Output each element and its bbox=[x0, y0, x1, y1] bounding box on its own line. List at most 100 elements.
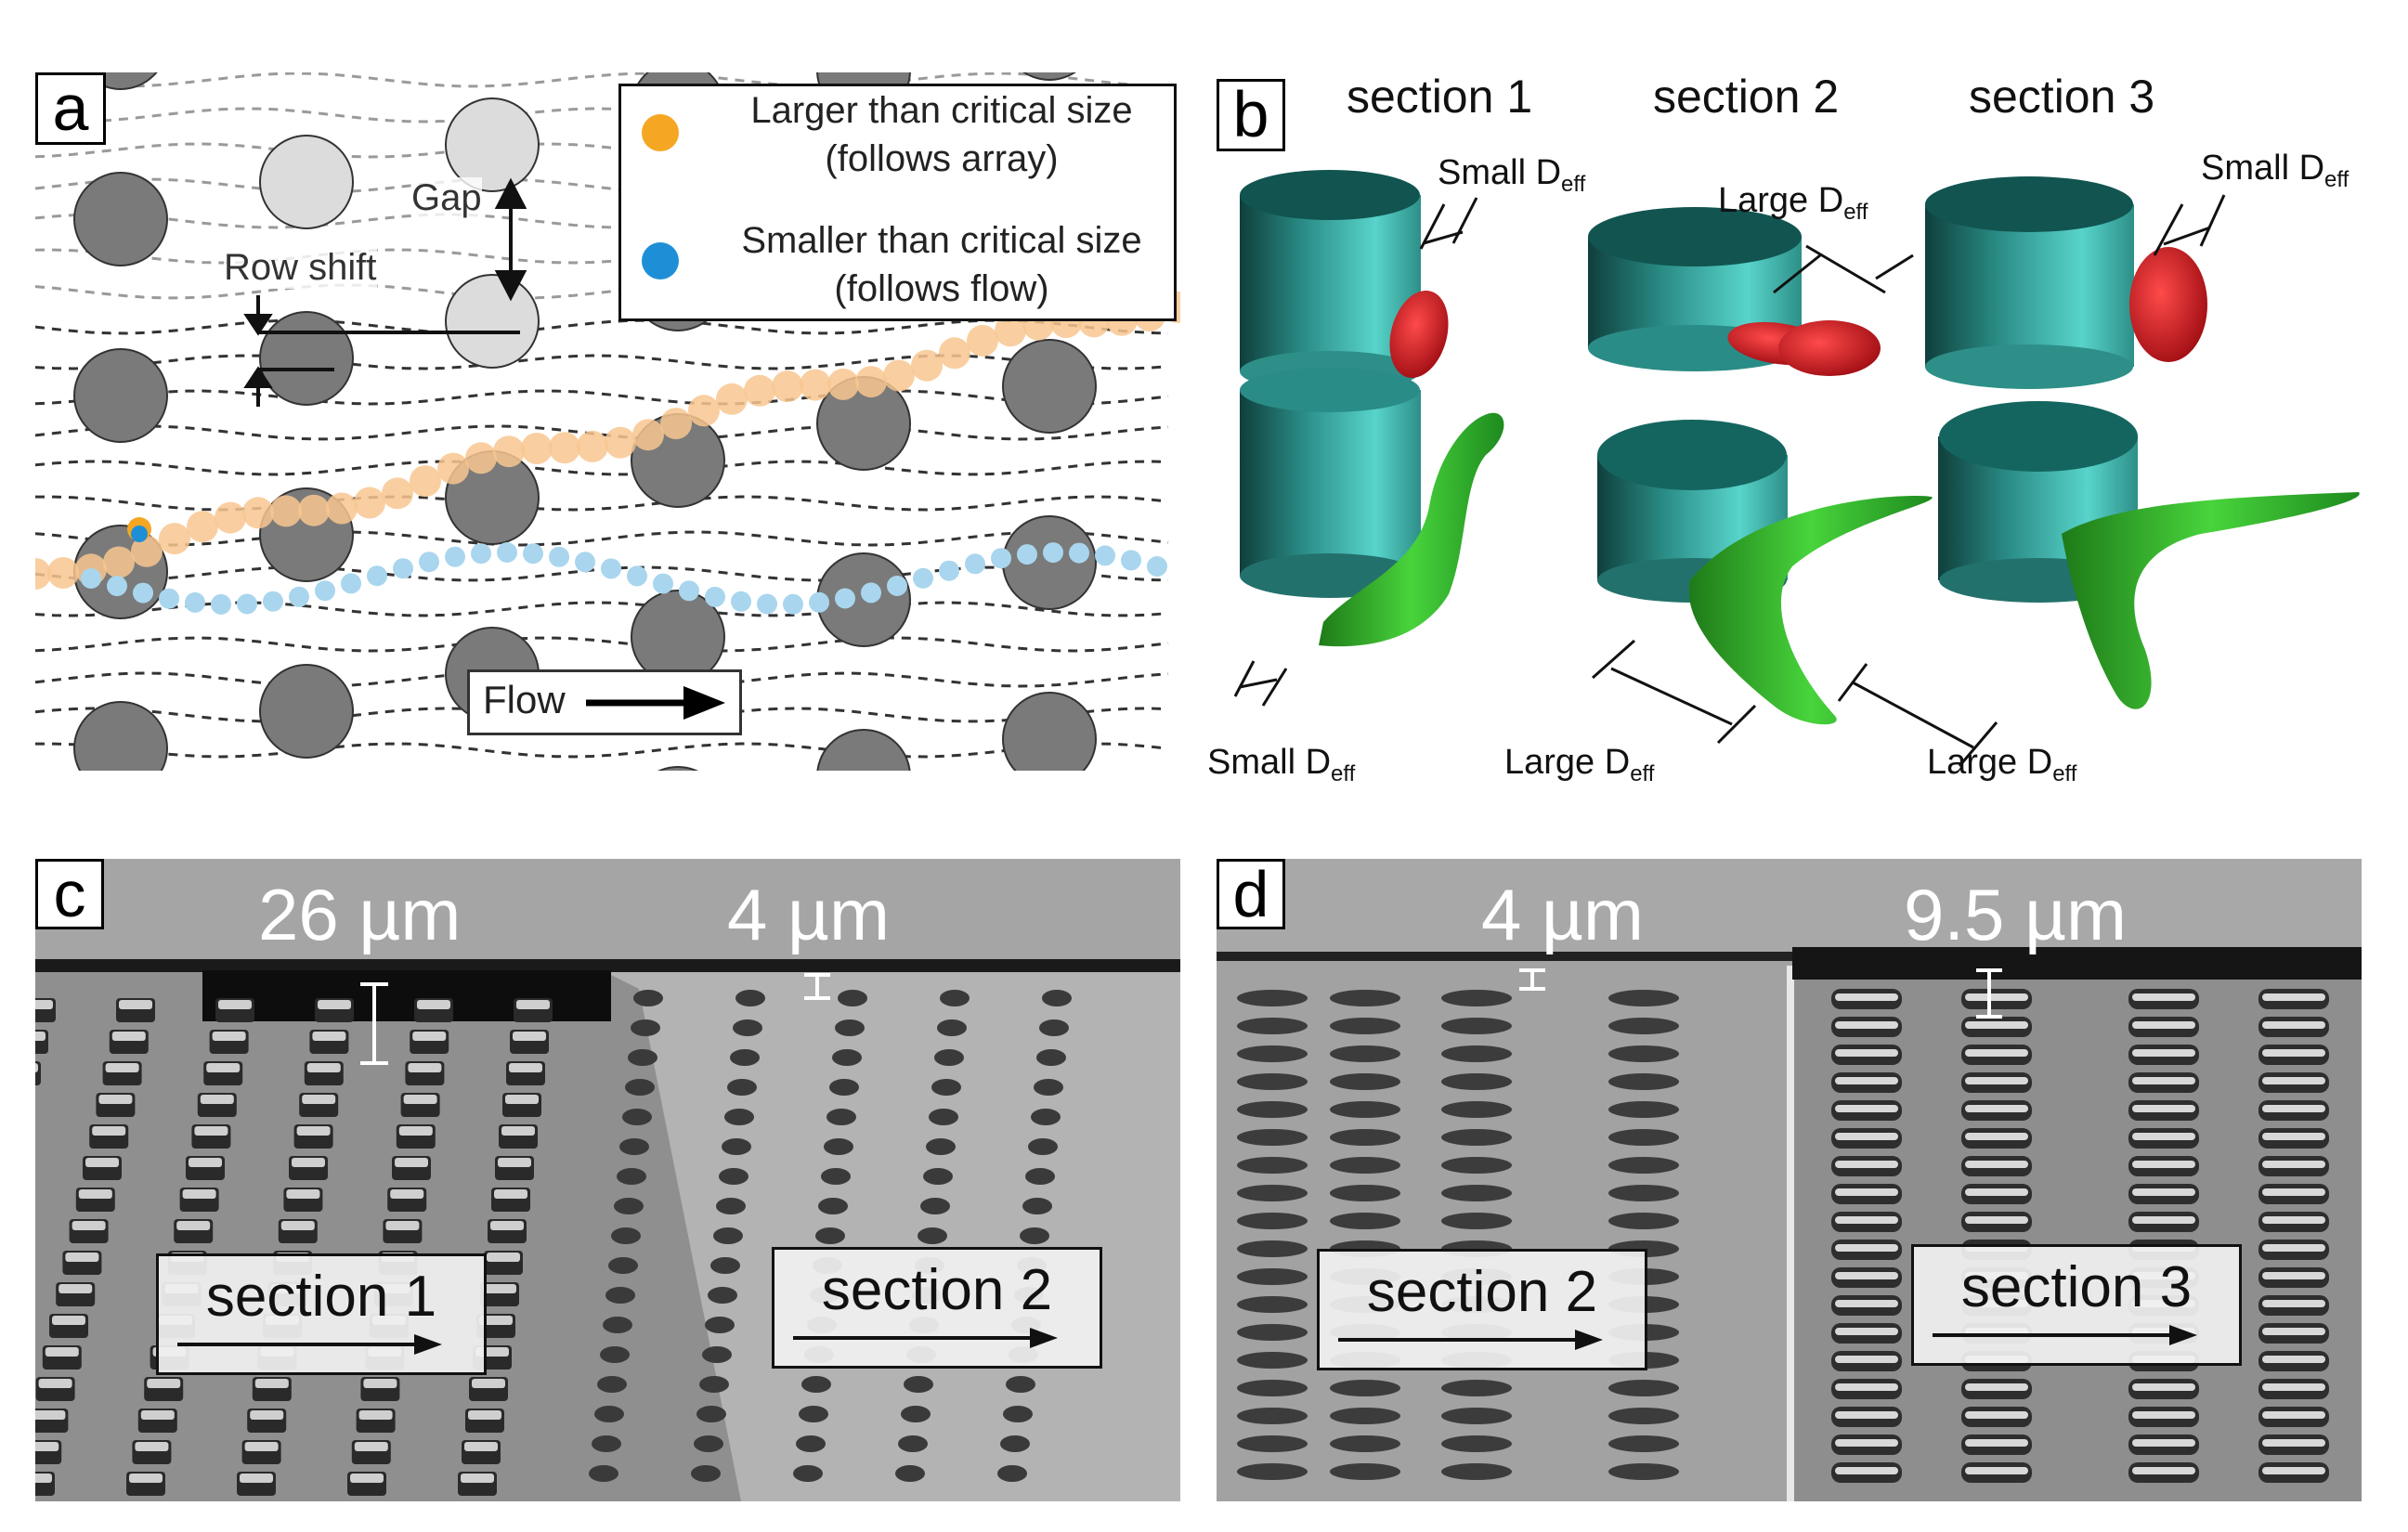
tall-pillar-highlight bbox=[1835, 1300, 1898, 1307]
tall-pillar-highlight bbox=[1835, 1328, 1898, 1335]
smaller-particle-dot bbox=[419, 552, 439, 573]
short-pillar bbox=[1042, 990, 1072, 1006]
smaller-particle-legend-dot bbox=[642, 242, 679, 279]
tall-pillar-highlight bbox=[2262, 993, 2325, 1001]
tall-pillar-highlight bbox=[398, 1126, 433, 1136]
short-pillar bbox=[1025, 1168, 1055, 1185]
section-2-box-label: section 2 bbox=[1366, 1260, 1598, 1324]
tall-pillar-highlight bbox=[98, 1095, 133, 1104]
smaller-particle-dot bbox=[575, 552, 595, 573]
array-post bbox=[816, 729, 911, 771]
short-pillar bbox=[1330, 1463, 1400, 1480]
tall-pillar-highlight bbox=[2132, 1439, 2195, 1447]
short-pillar bbox=[1006, 1376, 1035, 1393]
highlighted-post bbox=[445, 97, 540, 192]
small-deff-label-top-3: Small Deff bbox=[2201, 149, 2349, 192]
streamline bbox=[35, 742, 1169, 759]
tall-pillar-highlight bbox=[1965, 993, 2028, 1001]
smaller-particle-dot bbox=[991, 548, 1011, 569]
short-pillar bbox=[1608, 1073, 1679, 1090]
short-pillar bbox=[614, 1198, 644, 1214]
tall-pillar-highlight bbox=[296, 1126, 331, 1136]
short-pillar bbox=[1237, 1268, 1308, 1285]
larger-particle-dot bbox=[354, 487, 385, 519]
short-pillar bbox=[716, 1198, 746, 1214]
highlighted-post bbox=[445, 274, 540, 369]
dld-array-schematic bbox=[35, 72, 1180, 771]
section-3-red-blood-cell bbox=[2129, 247, 2207, 362]
short-pillar bbox=[1441, 1157, 1512, 1174]
tall-pillar-highlight bbox=[412, 1032, 447, 1041]
short-pillar bbox=[592, 1435, 621, 1452]
tall-pillar-highlight bbox=[390, 1189, 424, 1199]
panel-a-array-diagram: Larger than critical size (follows array… bbox=[35, 72, 1180, 771]
short-pillar bbox=[827, 1109, 856, 1125]
tall-pillar-highlight bbox=[479, 1316, 513, 1325]
tall-pillar-highlight bbox=[395, 1158, 428, 1167]
tall-pillar-highlight bbox=[35, 1063, 38, 1072]
short-pillar bbox=[722, 1138, 751, 1155]
tall-pillar-highlight bbox=[35, 1032, 46, 1041]
smaller-particle-dot bbox=[1069, 542, 1089, 564]
smaller-particle-dot bbox=[705, 586, 725, 607]
larger-particle-dot bbox=[688, 395, 720, 427]
tall-pillar-highlight bbox=[200, 1095, 234, 1104]
short-pillar bbox=[617, 1168, 646, 1185]
section-2-parasite bbox=[1688, 495, 1933, 725]
tall-pillar-highlight bbox=[1965, 1216, 2028, 1224]
short-pillar bbox=[1237, 1073, 1308, 1090]
row-shift-arrow-top-head bbox=[243, 314, 273, 336]
short-pillar bbox=[1608, 1129, 1679, 1146]
section-1-box: section 1 bbox=[156, 1253, 487, 1375]
section-3-top-pillar bbox=[1925, 176, 2134, 389]
short-pillar bbox=[1608, 1380, 1679, 1396]
larger-particle-dot bbox=[939, 337, 970, 370]
small-deff-label-bottom-1: Small Deff bbox=[1207, 743, 1356, 786]
larger-particle-dot bbox=[493, 435, 525, 468]
tall-pillar-highlight bbox=[1835, 1133, 1898, 1140]
larger-particle-dot bbox=[605, 426, 636, 459]
legend-larger-line2: (follows array) bbox=[825, 138, 1059, 179]
tall-pillar-highlight bbox=[2262, 1383, 2325, 1391]
short-pillar bbox=[691, 1465, 721, 1482]
short-pillar bbox=[1237, 1435, 1308, 1452]
tall-pillar-highlight bbox=[206, 1063, 241, 1072]
tall-pillar-highlight bbox=[2132, 1216, 2195, 1224]
short-pillar bbox=[898, 1435, 928, 1452]
larger-particle-dot bbox=[187, 511, 218, 543]
short-pillar bbox=[1608, 1435, 1679, 1452]
tall-pillar-highlight bbox=[417, 1000, 450, 1009]
larger-particle-dot bbox=[35, 558, 51, 590]
short-pillar bbox=[1034, 1079, 1063, 1096]
smaller-particle-dot bbox=[731, 591, 751, 612]
tall-pillar-highlight bbox=[147, 1379, 181, 1388]
smaller-particle-dot bbox=[861, 582, 881, 604]
section-2-title: section 2 bbox=[1653, 71, 1840, 123]
section-3-box-label: section 3 bbox=[1960, 1255, 2193, 1319]
tall-pillar-highlight bbox=[350, 1474, 384, 1483]
tall-pillar-highlight bbox=[2262, 1216, 2325, 1224]
larger-particle-dot bbox=[660, 408, 692, 440]
tall-pillar-highlight bbox=[212, 1032, 246, 1041]
short-pillar bbox=[694, 1435, 723, 1452]
tall-pillar-highlight bbox=[52, 1316, 85, 1325]
smaller-particle-dot bbox=[627, 565, 647, 587]
short-pillar bbox=[838, 990, 867, 1006]
short-pillar bbox=[1608, 1408, 1679, 1424]
tall-pillar-highlight bbox=[2262, 1077, 2325, 1084]
row-shift-arrow-bottom-head bbox=[243, 366, 273, 388]
larger-particle-dot bbox=[242, 497, 274, 529]
tall-pillar-highlight bbox=[363, 1379, 397, 1388]
tall-pillar-highlight bbox=[1965, 1439, 2028, 1447]
array-post bbox=[1002, 339, 1097, 434]
short-pillar-columns bbox=[1237, 990, 1679, 1480]
tall-pillar-highlight bbox=[1835, 1439, 1898, 1447]
tall-pillar-highlight bbox=[2262, 1300, 2325, 1307]
smaller-particle-start bbox=[131, 526, 148, 542]
legend-larger-line1: Larger than critical size bbox=[750, 90, 1133, 131]
streamline bbox=[35, 601, 1169, 617]
tall-pillar-highlight bbox=[403, 1095, 437, 1104]
short-pillar bbox=[589, 1465, 618, 1482]
tall-pillar-highlight bbox=[1835, 1467, 1898, 1474]
short-pillar bbox=[730, 1049, 760, 1066]
